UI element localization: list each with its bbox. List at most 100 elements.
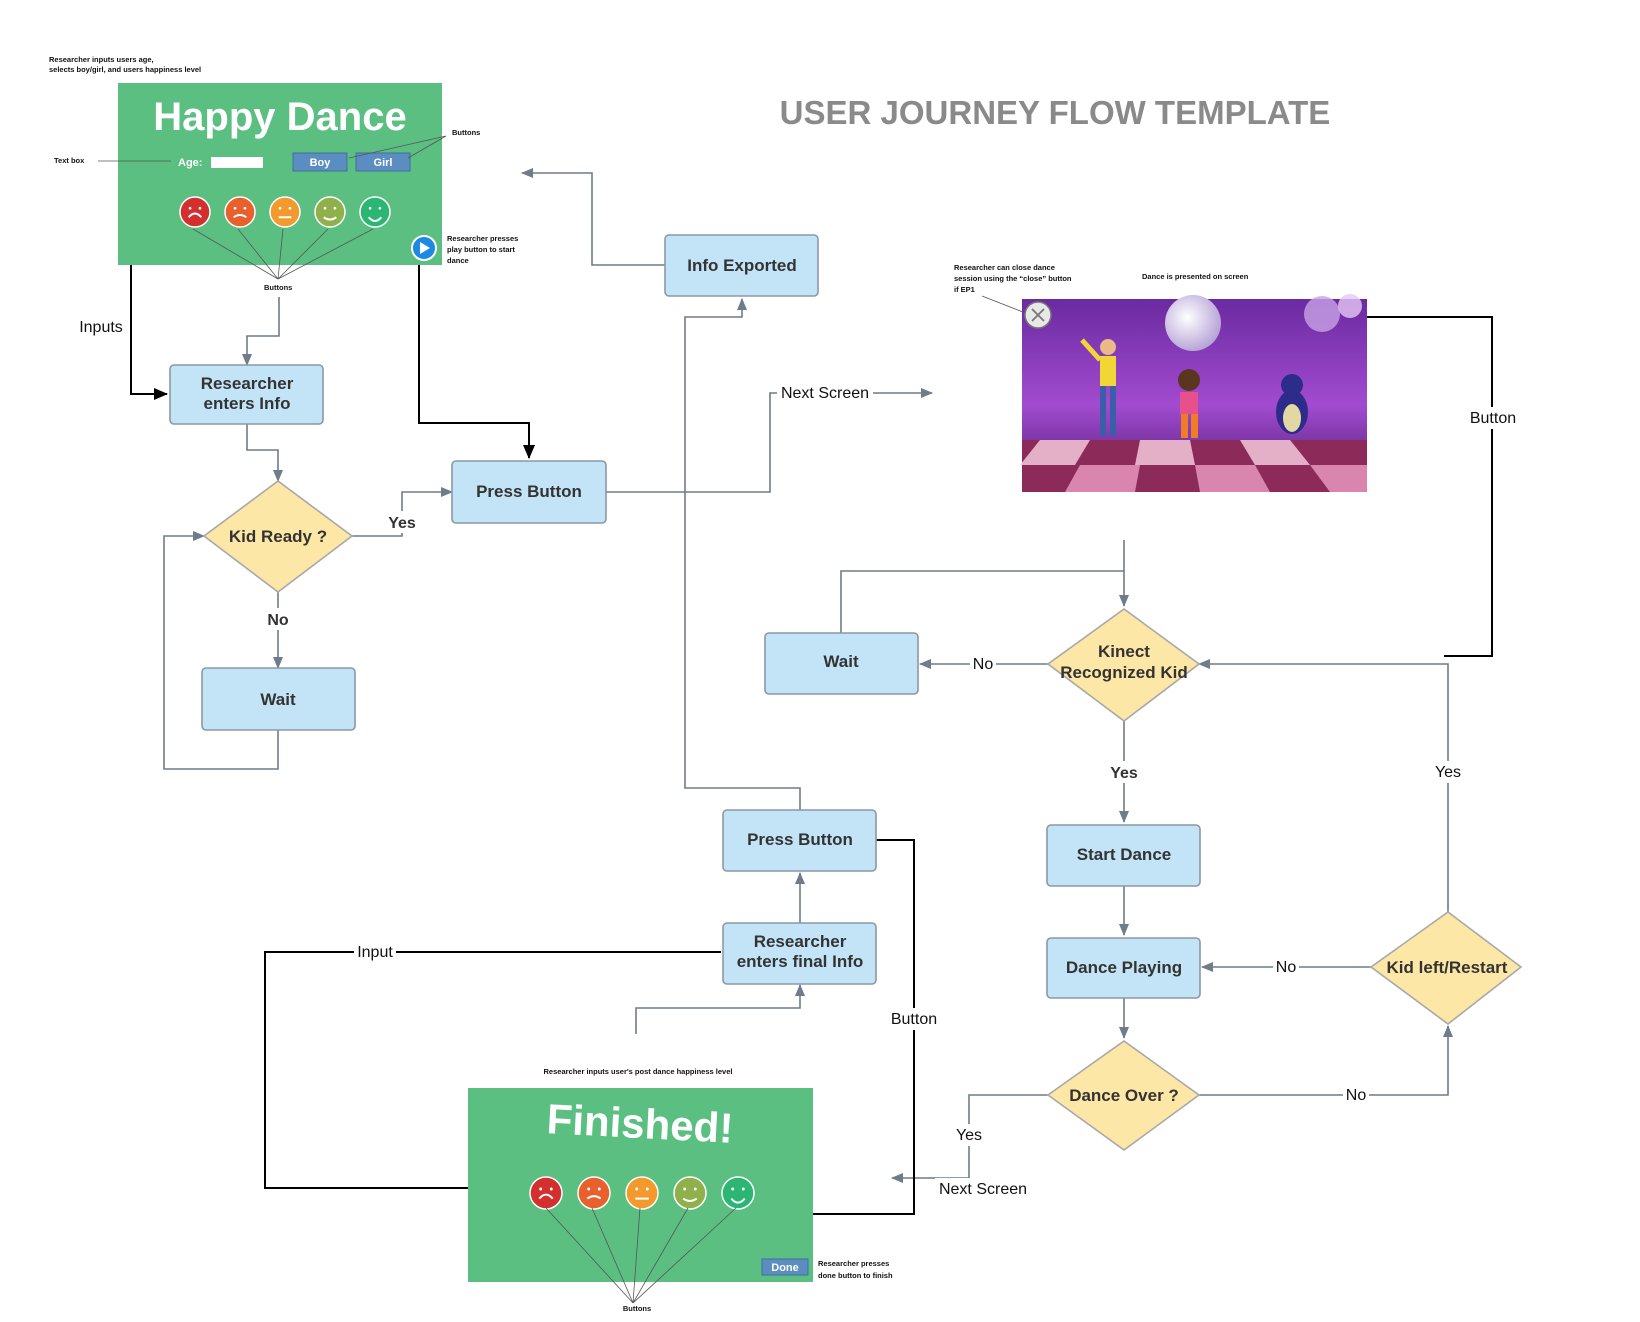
researcher-enters-info-node[interactable]: Researcher enters Info: [169, 364, 324, 425]
kinect-recognized-decision[interactable]: Kinect Recognized Kid: [1046, 608, 1201, 723]
connector-kid-left-yes: [1198, 659, 1449, 912]
diagram-title: USER JOURNEY FLOW TEMPLATE: [780, 94, 1331, 131]
node-label: Researcher: [201, 374, 294, 393]
neutral-face-icon[interactable]: [269, 196, 301, 228]
annotation-text: Text box: [54, 156, 85, 165]
girl-button[interactable]: Girl: [355, 152, 411, 172]
annotation-line: [192, 228, 374, 280]
node-label: Info Exported: [687, 256, 797, 275]
annotation-text: Researcher can close dance: [954, 263, 1055, 272]
annotation-line: [981, 295, 1024, 313]
kid-ready-decision[interactable]: Kid Ready ?: [202, 480, 354, 594]
annotation-text: session using the “close” button: [954, 274, 1072, 283]
age-label: Age:: [178, 157, 202, 169]
connector-play-button: [418, 254, 535, 459]
node-label: Recognized Kid: [1060, 663, 1188, 682]
dance-playing-node[interactable]: Dance Playing: [1046, 937, 1201, 999]
connector-button-bottom: [790, 839, 915, 1251]
annotation-text: Researcher presses: [447, 234, 518, 243]
researcher-enters-final-node[interactable]: Researcher enters final Info: [722, 922, 877, 985]
content-face-icon[interactable]: [673, 1176, 707, 1210]
neutral-face-icon[interactable]: [625, 1176, 659, 1210]
edge-label-yes: Yes: [956, 1127, 982, 1144]
node-label: Dance Over ?: [1069, 1086, 1179, 1105]
connector-press-to-info-exported: [684, 298, 801, 810]
annotation-text: Researcher inputs users age,: [49, 55, 154, 64]
kid-left-restart-decision[interactable]: Kid left/Restart: [1369, 911, 1523, 1026]
node-label: Wait: [260, 690, 296, 709]
node-label: enters final Info: [737, 952, 864, 971]
age-input[interactable]: [211, 157, 263, 168]
sad-face-icon[interactable]: [224, 196, 256, 228]
connector-input-bottom: [264, 951, 721, 1194]
annotation-line: [545, 1207, 737, 1304]
very-sad-face-icon[interactable]: [179, 196, 211, 228]
node-label: Press Button: [747, 830, 853, 849]
connector-researcher-to-kid-ready: [246, 424, 283, 482]
press-button-top-node[interactable]: Press Button: [451, 460, 607, 524]
info-exported-node[interactable]: Info Exported: [664, 234, 819, 297]
node-label: enters Info: [204, 394, 291, 413]
press-button-bottom-node[interactable]: Press Button: [722, 809, 877, 872]
happy-dance-screen: Happy Dance Age: Boy Girl: [118, 83, 442, 265]
connector-dance-over-no: [1199, 1025, 1453, 1096]
node-label: Researcher: [754, 932, 847, 951]
annotation-text: selects boy/girl, and users happiness le…: [49, 65, 201, 74]
happiness-faces-top: [179, 196, 391, 228]
node-label: Press Button: [476, 482, 582, 501]
finished-title: Finished!: [546, 1095, 735, 1152]
content-face-icon[interactable]: [314, 196, 346, 228]
finished-screen: Finished! Done: [468, 1088, 813, 1282]
edge-label-no: No: [1346, 1087, 1367, 1104]
connector-finished-to-final: [635, 984, 805, 1034]
done-button[interactable]: Done: [761, 1258, 809, 1276]
node-label: Kinect: [1098, 642, 1150, 661]
node-label: Dance Playing: [1066, 958, 1182, 977]
edge-label-button: Button: [891, 1011, 937, 1028]
annotation-text: dance: [447, 256, 469, 265]
girl-button-label: Girl: [374, 157, 393, 169]
annotation-text: done button to finish: [818, 1271, 893, 1280]
annotation-text: Researcher inputs user's post dance happ…: [544, 1067, 733, 1076]
boy-button[interactable]: Boy: [292, 152, 348, 172]
edge-label-next-screen: Next Screen: [939, 1181, 1027, 1198]
node-label: Wait: [823, 652, 859, 671]
edge-label-no: No: [1276, 959, 1297, 976]
happy-dance-title: Happy Dance: [153, 95, 406, 139]
boy-button-label: Boy: [310, 157, 332, 169]
edge-label-yes: Yes: [1435, 764, 1461, 781]
edge-label-button: Button: [1470, 410, 1516, 427]
dancer-figure-icon: [1080, 338, 1116, 436]
annotation-line: [348, 135, 447, 159]
connector-wait-right-loop: [840, 570, 1124, 633]
start-dance-node[interactable]: Start Dance: [1046, 824, 1201, 887]
dancer-girl-icon: [1178, 369, 1200, 438]
dance-screen-image: [1020, 294, 1367, 492]
happy-face-icon[interactable]: [359, 196, 391, 228]
sad-face-icon[interactable]: [577, 1176, 611, 1210]
edge-label-yes: Yes: [1110, 765, 1138, 782]
edge-label-inputs: Inputs: [79, 319, 123, 336]
happiness-faces-bottom: [529, 1176, 755, 1210]
annotation-text: Buttons: [623, 1304, 651, 1313]
connector-wait-loop: [163, 531, 279, 770]
annotation-text: play button to start: [447, 245, 515, 254]
node-label: Start Dance: [1077, 845, 1171, 864]
disco-ball-icon: [1165, 295, 1221, 351]
wait-left-node[interactable]: Wait: [201, 667, 356, 731]
happy-face-icon[interactable]: [721, 1176, 755, 1210]
dance-over-decision[interactable]: Dance Over ?: [1046, 1040, 1201, 1151]
connector-next-screen-top: [606, 388, 933, 493]
annotation-text: Buttons: [452, 128, 480, 137]
node-label: Kid left/Restart: [1387, 958, 1508, 977]
wait-right-node[interactable]: Wait: [764, 632, 919, 695]
close-icon[interactable]: [1024, 301, 1052, 329]
node-label: Kid Ready ?: [229, 527, 327, 546]
play-icon[interactable]: [411, 235, 437, 261]
connector-panel-to-researcher: [242, 297, 280, 366]
very-sad-face-icon[interactable]: [529, 1176, 563, 1210]
annotation-text: Buttons: [264, 283, 292, 292]
edge-label-next-screen: Next Screen: [781, 385, 869, 402]
connector-info-exported-to-panel: [521, 168, 665, 266]
